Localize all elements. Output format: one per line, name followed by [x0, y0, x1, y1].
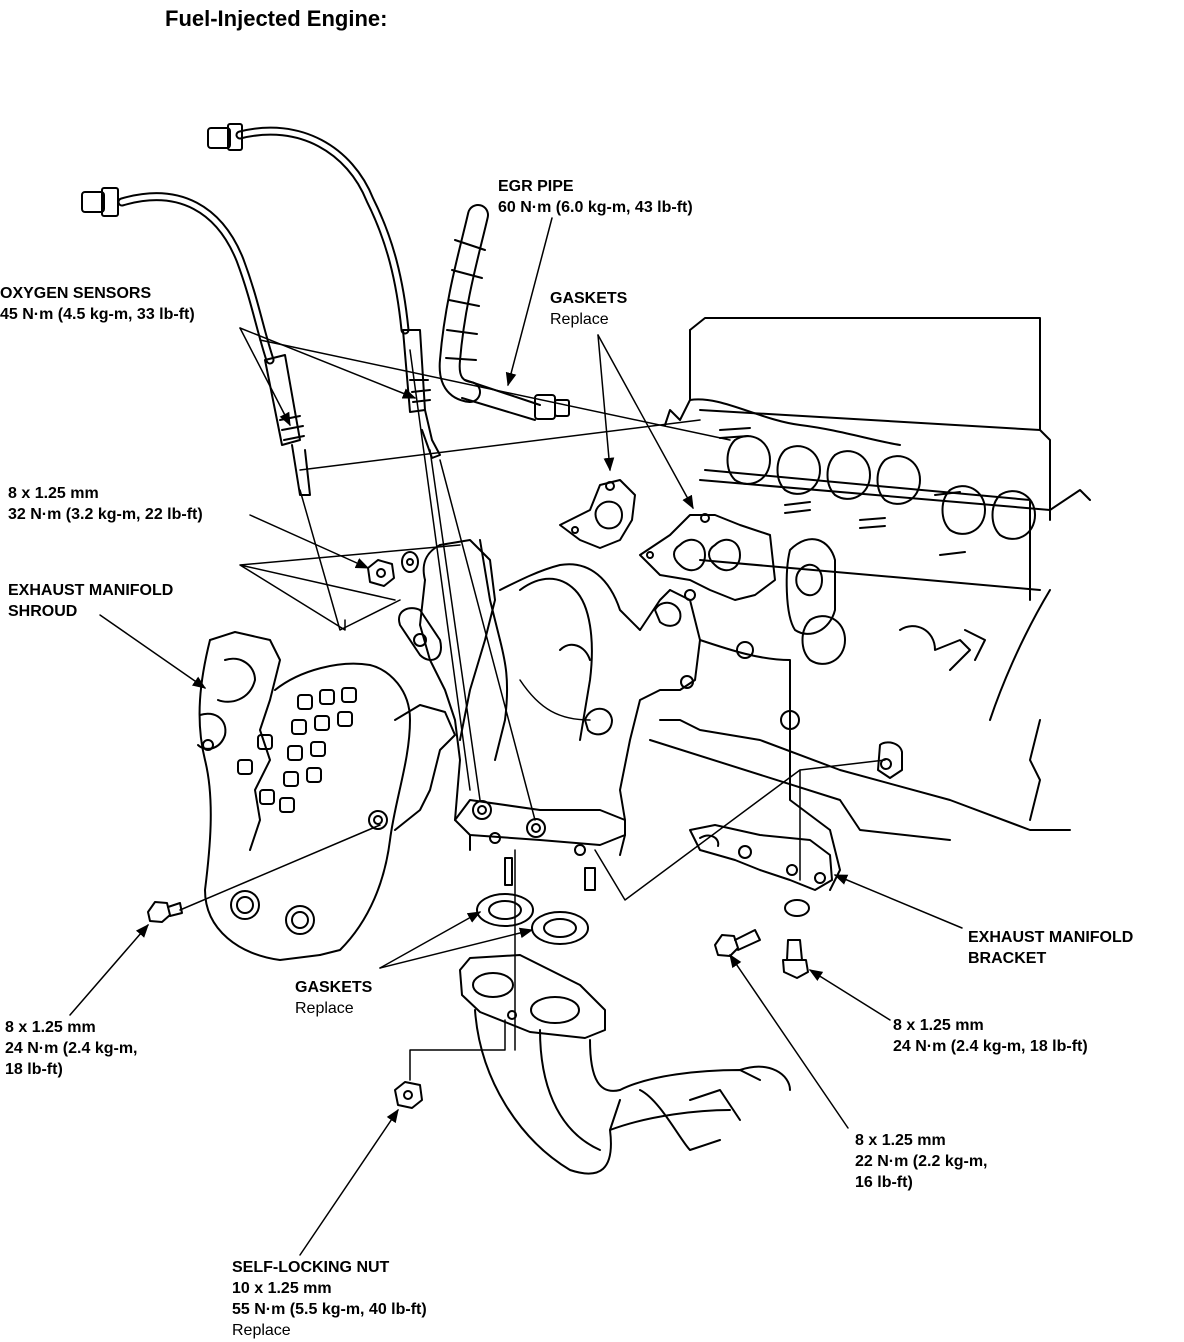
bolt-8x125-bottom-label: 8 x 1.25 mm 22 N·m (2.2 kg-m, 16 lb-ft) [855, 1130, 987, 1193]
bracket-label: EXHAUST MANIFOLD BRACKET [968, 927, 1133, 969]
bracket-bolt-angled [714, 899, 810, 957]
leader-lines [179, 339, 886, 1081]
exhaust-manifold-shroud [197, 631, 456, 961]
nut-8x125-top-size: 8 x 1.25 mm [8, 485, 99, 502]
shroud-bolt [147, 901, 183, 923]
self-locking-nut-size: 10 x 1.25 mm [232, 1280, 332, 1297]
port-gasket-middle [785, 538, 846, 665]
shroud-line2: SHROUD [8, 603, 78, 620]
egr-pipe-label: EGR PIPE 60 N·m (6.0 kg-m, 43 lb-ft) [498, 176, 693, 218]
manifold-nut-and-washer [367, 551, 419, 587]
bracket-line1: EXHAUST MANIFOLD [968, 929, 1134, 946]
self-locking-nut-label: SELF-LOCKING NUT 10 x 1.25 mm 55 N·m (5.… [232, 1257, 427, 1341]
egr-pipe [438, 204, 570, 421]
self-locking-nut-name: SELF-LOCKING NUT [232, 1259, 390, 1276]
shroud-line1: EXHAUST MANIFOLD [8, 582, 174, 599]
bolt-8x125-right-size: 8 x 1.25 mm [893, 1017, 984, 1034]
bolt-8x125-right-label: 8 x 1.25 mm 24 N·m (2.4 kg-m, 18 lb-ft) [893, 1015, 1088, 1057]
bolt-8x125-bottom-torque-1: 22 N·m (2.2 kg-m, [855, 1153, 988, 1170]
exhaust-pipe [459, 954, 791, 1175]
gaskets-bottom-label: GASKETS Replace [295, 977, 372, 1019]
bracket-bolt-vertical [782, 939, 809, 979]
bolt-8x125-left-torque-2: 18 lb-ft) [5, 1061, 63, 1078]
bolt-8x125-bottom-torque-2: 16 lb-ft) [855, 1174, 913, 1191]
manifold-gasket-front [639, 513, 776, 601]
gaskets-bottom-note: Replace [295, 1000, 354, 1017]
diagram-title: Fuel-Injected Engine: [165, 6, 388, 31]
oxygen-sensor-rear [207, 123, 441, 459]
shroud-label: EXHAUST MANIFOLD SHROUD [8, 580, 173, 622]
self-locking-nut-note: Replace [232, 1322, 291, 1339]
manifold-gasket-rear [559, 479, 636, 549]
exhaust-manifold [398, 539, 701, 891]
engine-block [649, 317, 1091, 891]
oxygen-sensor-front [81, 187, 311, 496]
self-locking-nut [394, 1081, 423, 1109]
egr-pipe-name: EGR PIPE [498, 178, 574, 195]
egr-pipe-torque: 60 N·m (6.0 kg-m, 43 lb-ft) [498, 199, 693, 216]
bolt-8x125-left-size: 8 x 1.25 mm [5, 1019, 96, 1036]
bolt-8x125-left-label: 8 x 1.25 mm 24 N·m (2.4 kg-m, 18 lb-ft) [5, 1017, 137, 1080]
gaskets-top-note: Replace [550, 311, 609, 328]
bracket-line2: BRACKET [968, 950, 1047, 967]
exhaust-pipe-gaskets [476, 893, 589, 945]
bolt-8x125-right-torque: 24 N·m (2.4 kg-m, 18 lb-ft) [893, 1038, 1088, 1055]
gaskets-top-label: GASKETS Replace [550, 288, 627, 330]
oxygen-sensors-label: OXYGEN SENSORS 45 N·m (4.5 kg-m, 33 lb-f… [0, 283, 195, 325]
oxygen-sensors-name: OXYGEN SENSORS [0, 285, 152, 302]
oxygen-sensors-torque: 45 N·m (4.5 kg-m, 33 lb-ft) [0, 306, 195, 323]
nut-8x125-top-torque: 32 N·m (3.2 kg-m, 22 lb-ft) [8, 506, 203, 523]
exhaust-manifold-bracket [689, 741, 903, 891]
self-locking-nut-torque: 55 N·m (5.5 kg-m, 40 lb-ft) [232, 1301, 427, 1318]
callout-arrows [69, 217, 963, 1256]
bolt-8x125-bottom-size: 8 x 1.25 mm [855, 1132, 946, 1149]
bolt-8x125-left-torque-1: 24 N·m (2.4 kg-m, [5, 1040, 138, 1057]
gaskets-top-name: GASKETS [550, 290, 628, 307]
gaskets-bottom-name: GASKETS [295, 979, 373, 996]
nut-8x125-top-label: 8 x 1.25 mm 32 N·m (3.2 kg-m, 22 lb-ft) [8, 483, 203, 525]
